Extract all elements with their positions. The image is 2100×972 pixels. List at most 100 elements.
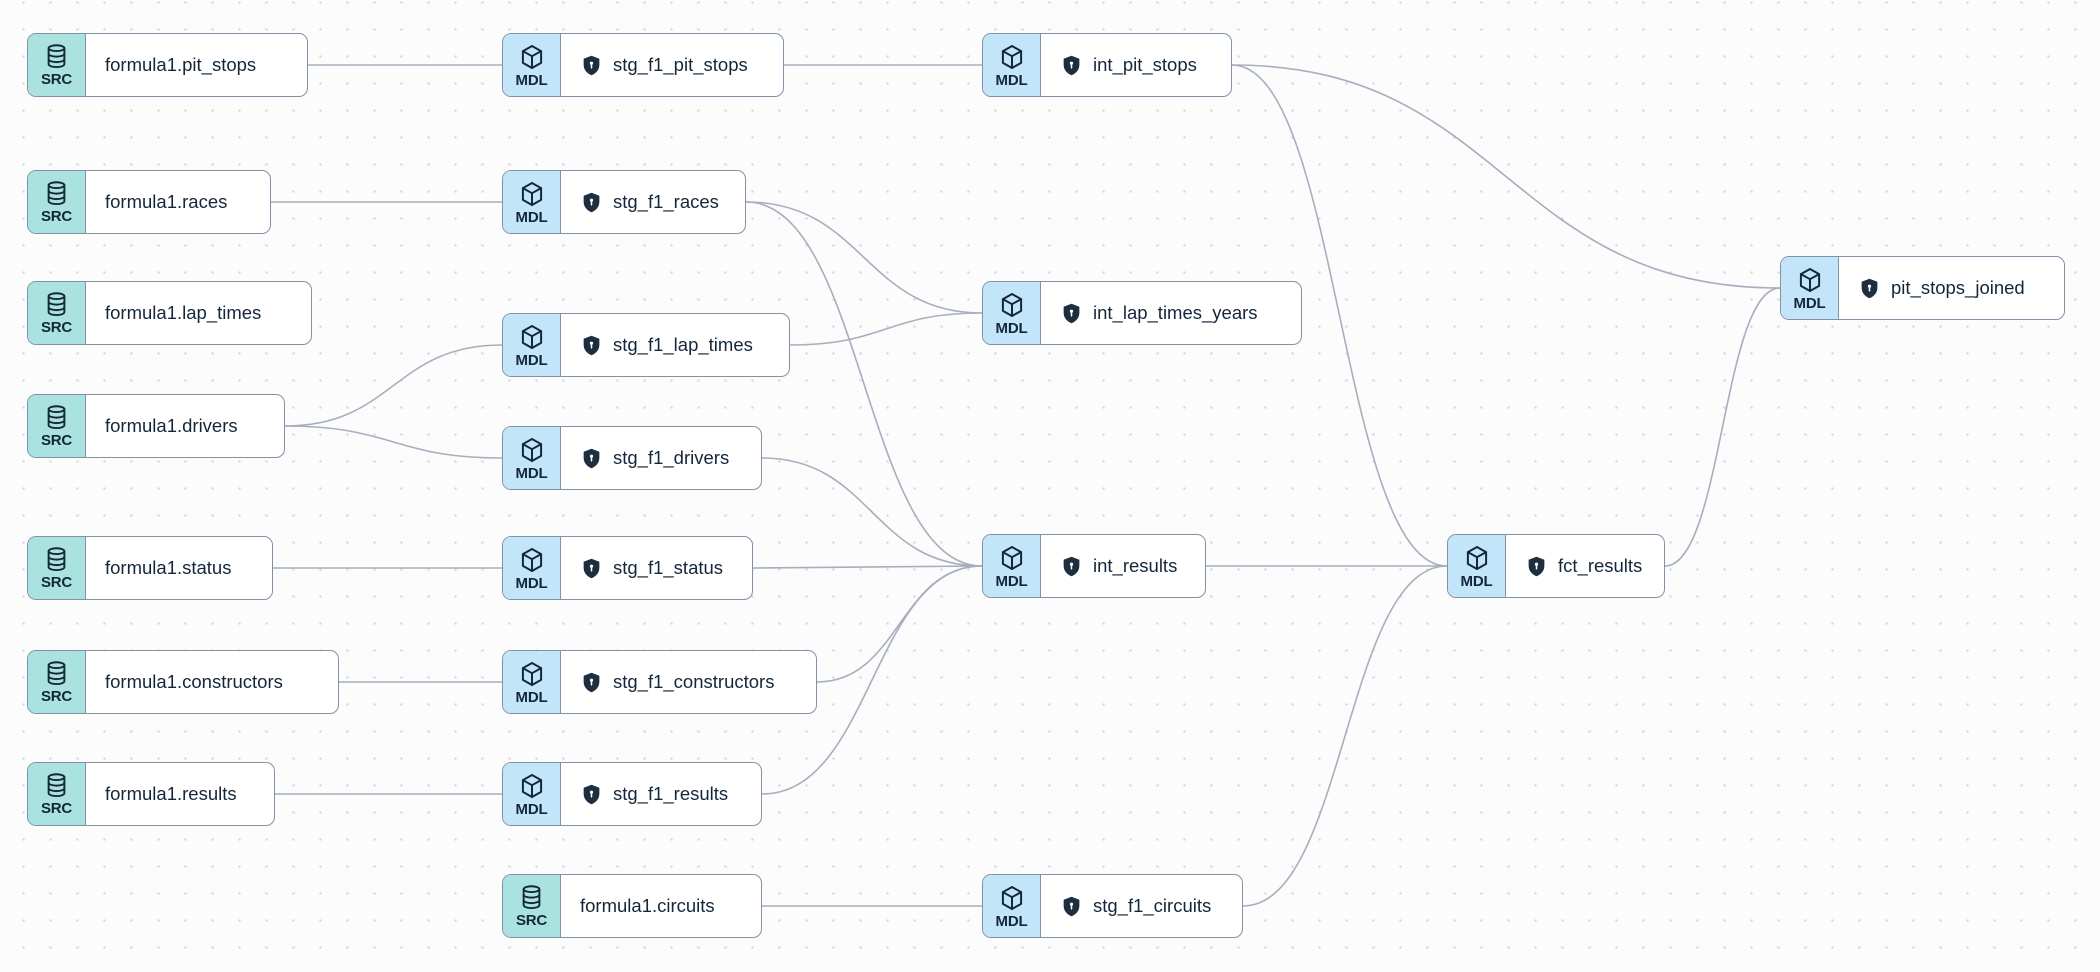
node-type-tile: SRC [28,171,86,233]
node-body: formula1.constructors [86,651,338,713]
node-fct_results[interactable]: MDL fct_results [1447,534,1665,598]
node-type-badge: MDL [515,464,548,482]
cube-icon [1001,885,1022,910]
node-label: fct_results [1558,554,1643,576]
node-type-tile: SRC [28,651,86,713]
node-type-tile: MDL [983,282,1041,344]
node-formula1.constructors[interactable]: SRC formula1.constructors [27,650,339,714]
database-icon [522,885,541,910]
node-body: int_results [1041,535,1205,597]
edge-stg_f1_races-to-int_lap_times_years [745,201,983,314]
node-body: formula1.pit_stops [86,34,307,96]
node-body: formula1.circuits [561,875,761,937]
node-formula1.drivers[interactable]: SRC formula1.drivers [27,394,285,458]
cube-icon [521,324,542,349]
cube-icon [1466,545,1487,570]
node-label: int_pit_stops [1093,53,1197,75]
shield-icon [583,558,600,578]
cube-icon [1001,44,1022,69]
node-label: formula1.constructors [105,670,283,692]
cube-icon [1799,267,1820,292]
shield-icon [583,55,600,75]
node-body: fct_results [1506,535,1664,597]
cube-icon [521,547,542,572]
node-stg_f1_races[interactable]: MDL stg_f1_races [502,170,746,234]
node-body: formula1.drivers [86,395,284,457]
node-type-badge: MDL [995,319,1028,337]
node-label: stg_f1_constructors [613,670,775,692]
shield-icon [583,784,600,804]
node-type-badge: MDL [1460,572,1493,590]
node-formula1.circuits[interactable]: SRC formula1.circuits [502,874,762,938]
node-type-badge: MDL [995,912,1028,930]
edge-stg_f1_status-to-int_results [752,565,983,569]
node-body: formula1.status [86,537,272,599]
node-type-tile: SRC [28,537,86,599]
shield-icon [1063,556,1080,576]
node-type-badge: MDL [515,574,548,592]
shield-icon [1063,896,1080,916]
shield-icon [583,672,600,692]
node-type-badge: SRC [40,71,73,88]
shield-icon [583,192,600,212]
node-label: stg_f1_drivers [613,446,730,468]
shield-icon [1528,556,1545,576]
node-body: formula1.lap_times [86,282,311,344]
node-stg_f1_status[interactable]: MDL stg_f1_status [502,536,753,600]
node-stg_f1_lap_times[interactable]: MDL stg_f1_lap_times [502,313,790,377]
node-stg_f1_results[interactable]: MDL stg_f1_results [502,762,762,826]
node-body: int_pit_stops [1041,34,1231,96]
node-type-badge: MDL [995,71,1028,89]
edge-stg_f1_drivers-to-int_results [761,457,983,567]
node-label: formula1.circuits [580,894,715,916]
edge-stg_f1_lap_times-to-int_lap_times_years [789,312,983,346]
shield-icon [1063,303,1080,323]
node-label: int_results [1093,554,1178,576]
shield-icon [1861,278,1878,298]
cube-icon [1001,545,1022,570]
edge-stg_f1_circuits-to-fct_results [1242,565,1448,907]
shield-icon [583,335,600,355]
node-type-tile: MDL [503,34,561,96]
node-body: formula1.races [86,171,270,233]
edge-stg_f1_constructors-to-int_results [816,565,983,683]
cube-icon [521,44,542,69]
node-body: stg_f1_lap_times [561,314,789,376]
cube-icon [521,181,542,206]
node-label: stg_f1_status [613,556,724,578]
node-type-tile: SRC [28,34,86,96]
database-icon [47,181,66,206]
node-type-tile: MDL [983,535,1041,597]
node-int_pit_stops[interactable]: MDL int_pit_stops [982,33,1232,97]
node-type-badge: MDL [515,800,548,818]
node-label: formula1.races [105,190,228,212]
node-formula1.pit_stops[interactable]: SRC formula1.pit_stops [27,33,308,97]
node-type-badge: SRC [40,688,73,705]
node-type-badge: SRC [515,912,548,929]
node-type-badge: MDL [515,351,548,369]
node-type-badge: SRC [40,208,73,225]
node-type-tile: MDL [503,171,561,233]
node-body: stg_f1_pit_stops [561,34,783,96]
node-body: stg_f1_results [561,763,761,825]
node-formula1.races[interactable]: SRC formula1.races [27,170,271,234]
node-stg_f1_drivers[interactable]: MDL stg_f1_drivers [502,426,762,490]
node-type-tile: SRC [503,875,561,937]
node-type-tile: SRC [28,763,86,825]
node-int_results[interactable]: MDL int_results [982,534,1206,598]
node-body: stg_f1_constructors [561,651,816,713]
node-type-badge: SRC [40,432,73,449]
node-label: stg_f1_races [613,190,719,212]
database-icon [47,661,66,686]
node-label: stg_f1_results [613,782,729,804]
